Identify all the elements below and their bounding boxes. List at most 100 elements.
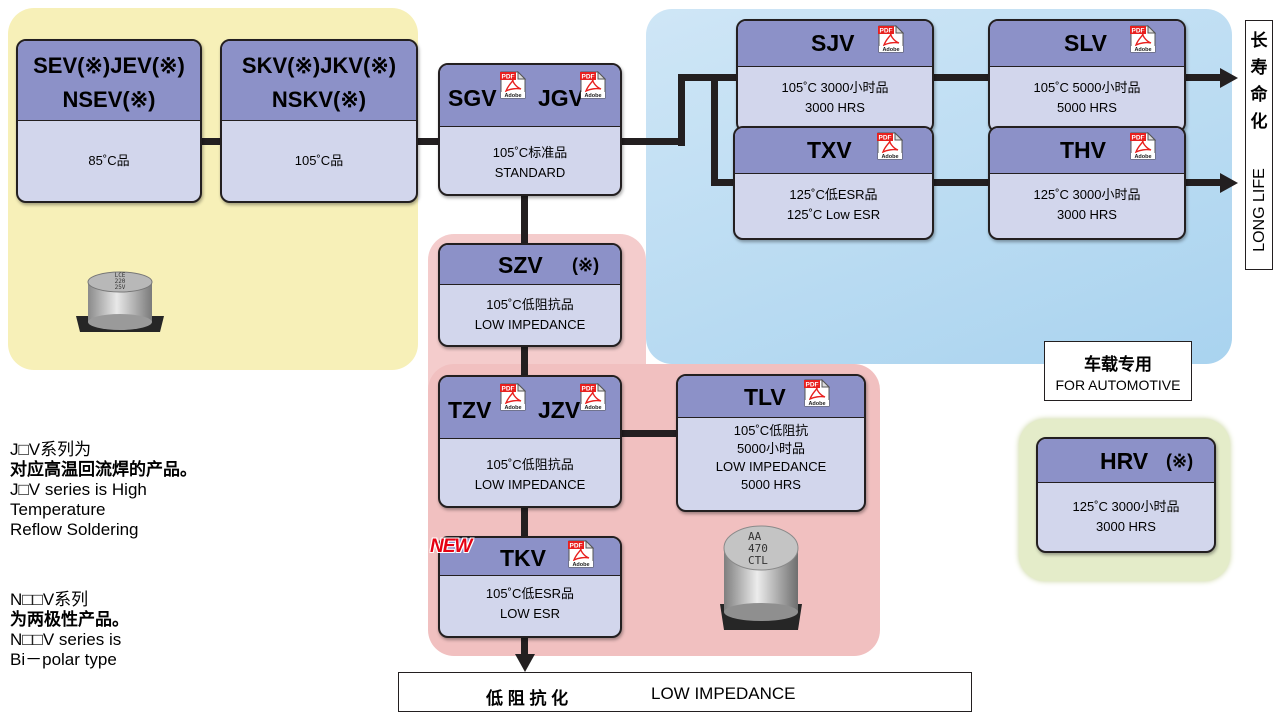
svg-text:Adobe: Adobe	[572, 562, 589, 568]
svg-text:Adobe: Adobe	[504, 405, 521, 411]
low-impedance-en: LOW IMPEDANCE	[651, 684, 796, 703]
series-title: SLV	[1064, 30, 1108, 56]
connector-sgv-szv	[521, 196, 528, 244]
capacitor-image: LCE 220 25V	[76, 271, 164, 332]
series-title: SEV(※)JEV(※)	[33, 53, 185, 78]
svg-text:PDF: PDF	[1132, 28, 1145, 35]
series-mark: (※)	[1166, 451, 1194, 471]
pdf-icon[interactable]: PDF Adobe	[877, 131, 904, 160]
series-title: JGV	[538, 85, 585, 111]
svg-text:PDF: PDF	[880, 28, 893, 35]
capacitor-marking: AA	[748, 530, 762, 543]
automotive-en: FOR AUTOMOTIVE	[1055, 377, 1181, 393]
series-desc: 85˚C品	[88, 153, 130, 168]
capacitor-marking: CTL	[748, 554, 768, 567]
series-desc: 125˚C Low ESR	[786, 207, 881, 222]
series-desc: 5000 HRS	[741, 477, 801, 492]
svg-text:Adobe: Adobe	[1134, 47, 1151, 53]
series-title: SKV(※)JKV(※)	[241, 53, 397, 78]
connector-thv-out	[1184, 179, 1224, 186]
connector-txv-vertical	[711, 74, 718, 185]
long-life-cn: 长 寿 命 化	[1250, 31, 1268, 131]
capacitor-image: AA 470 CTL	[720, 525, 802, 630]
connector-sjv-slv	[932, 74, 990, 81]
series-desc: 3000 HRS	[1096, 519, 1156, 534]
pdf-icon[interactable]: PDF Adobe	[804, 378, 831, 407]
series-title: TKV	[500, 545, 546, 571]
automotive-cn: 车载专用	[1084, 355, 1152, 374]
series-card-sev[interactable]: SEV(※)JEV(※) NSEV(※) 85˚C品	[16, 39, 202, 203]
connector-txv-main	[711, 179, 735, 186]
connector-sgv-branch	[620, 138, 684, 145]
connector-sev-skv	[200, 138, 222, 145]
svg-text:Adobe: Adobe	[882, 47, 899, 53]
connector-txv-thv	[932, 179, 990, 186]
series-desc: STANDARD	[494, 165, 566, 180]
svg-text:PDF: PDF	[502, 386, 515, 393]
series-card-szv[interactable]: SZV (※) 105˚C低阻抗品 LOW IMPEDANCE	[438, 243, 622, 347]
connector-sjv-main	[678, 74, 738, 81]
series-desc: LOW IMPEDANCE	[474, 477, 586, 492]
series-desc: LOW ESR	[500, 606, 560, 621]
series-title: SGV	[448, 85, 497, 111]
pdf-icon[interactable]: PDF Adobe	[500, 382, 527, 411]
series-desc: 105˚C低阻抗	[733, 423, 809, 438]
connector-slv-out	[1184, 74, 1224, 81]
series-desc: 105˚C品	[294, 153, 344, 168]
arrowhead-right-top	[1220, 68, 1238, 88]
series-desc: 125˚C低ESR品	[789, 187, 878, 202]
svg-text:PDF: PDF	[582, 386, 595, 393]
svg-text:PDF: PDF	[1132, 135, 1145, 142]
series-desc: 105˚C标准品	[492, 145, 568, 160]
series-desc: LOW IMPEDANCE	[715, 459, 827, 474]
svg-text:PDF: PDF	[806, 382, 819, 389]
series-title: TLV	[744, 384, 786, 410]
pdf-icon[interactable]: PDF Adobe	[1130, 24, 1157, 53]
series-title: NSEV(※)	[62, 87, 156, 112]
low-impedance-label: 低 阻 抗 化 LOW IMPEDANCE	[398, 672, 972, 712]
capacitor-marking: 25V	[115, 284, 126, 291]
series-desc: 125˚C 3000小时品	[1033, 187, 1141, 202]
connector-tkv-down	[521, 637, 528, 657]
long-life-en: LONG LIFE	[1251, 168, 1268, 252]
series-desc: 105˚C 3000小时品	[781, 80, 889, 95]
svg-text:Adobe: Adobe	[808, 401, 825, 407]
svg-text:Adobe: Adobe	[504, 93, 521, 99]
low-impedance-cn: 低 阻 抗 化	[486, 689, 569, 708]
series-title: HRV	[1100, 448, 1149, 474]
connector-tzv-tkv	[521, 507, 528, 537]
series-mark: (※)	[572, 255, 600, 275]
series-desc: 105˚C低阻抗品	[486, 457, 574, 472]
svg-text:Adobe: Adobe	[584, 93, 601, 99]
series-card-txv[interactable]: TXV PDF Adobe 125˚C低ESR品 125˚C Low ESR	[733, 126, 934, 240]
series-desc: 105˚C低ESR品	[485, 586, 575, 601]
series-title: SZV	[498, 252, 543, 278]
svg-text:Adobe: Adobe	[584, 405, 601, 411]
svg-text:PDF: PDF	[879, 135, 892, 142]
pdf-icon[interactable]: PDF Adobe	[580, 382, 607, 411]
svg-text:Adobe: Adobe	[881, 154, 898, 160]
capacitor-marking: LCE	[115, 272, 126, 279]
new-badge: NEW	[430, 536, 472, 557]
pdf-icon[interactable]: PDF Adobe	[1130, 131, 1157, 160]
svg-text:Adobe: Adobe	[1134, 154, 1151, 160]
series-title: TZV	[448, 397, 492, 423]
series-desc: 3000 HRS	[805, 100, 865, 115]
connector-skv-sgv	[416, 138, 440, 145]
series-card-skv[interactable]: SKV(※)JKV(※) NSKV(※) 105˚C品	[220, 39, 418, 203]
pdf-icon[interactable]: PDF Adobe	[878, 24, 905, 53]
series-card-hrv[interactable]: HRV (※) 125˚C 3000小时品 3000 HRS	[1036, 437, 1216, 553]
arrowhead-down	[515, 654, 535, 672]
series-title: TXV	[807, 137, 852, 163]
connector-branch-vertical	[678, 74, 685, 146]
